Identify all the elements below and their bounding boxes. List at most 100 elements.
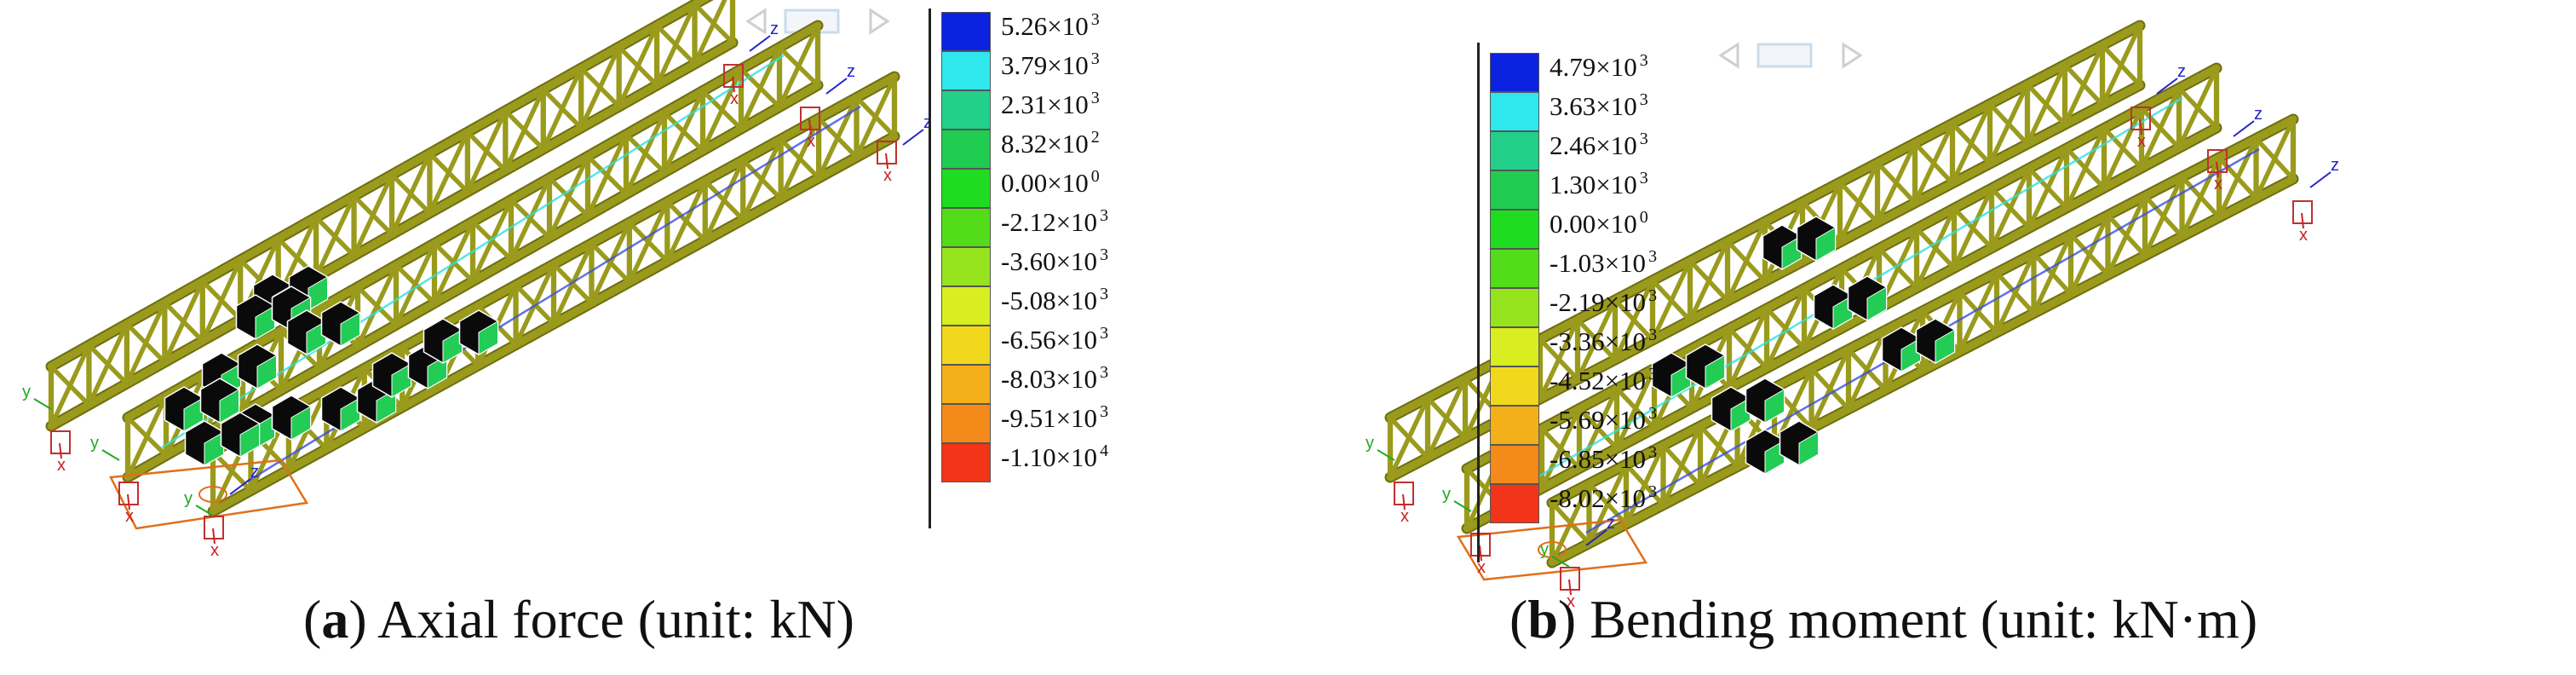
axis-x-line <box>1402 493 1406 511</box>
diagonal-member <box>2032 251 2073 296</box>
diagonal-member <box>356 285 398 327</box>
legend-swatch <box>1490 366 1539 406</box>
legend-swatch <box>1490 249 1539 288</box>
axis-z-label: z <box>1607 514 1615 533</box>
support-marker: x <box>2292 200 2313 245</box>
diagonal-member <box>503 109 545 151</box>
legend-swatch <box>941 365 991 404</box>
legend-swatch <box>941 12 991 51</box>
legend-swatch <box>941 247 991 286</box>
hex-joint-node <box>1796 216 1837 262</box>
hex-face <box>204 431 224 466</box>
diagonal-member <box>663 111 704 153</box>
axis-z-label: z <box>770 20 779 38</box>
diagonal-member <box>624 132 666 175</box>
diagonal-member <box>2063 63 2104 107</box>
axis-y-line <box>195 505 214 516</box>
diagonal-member <box>428 152 469 193</box>
axis-x-line <box>127 493 130 511</box>
base-plate-outline <box>109 459 309 530</box>
axis-y-line <box>101 449 120 461</box>
hex-joint-node <box>1881 326 1922 372</box>
support-marker: x <box>118 482 139 526</box>
diagonal-member <box>1540 427 1581 470</box>
axis-z-line <box>1585 529 1607 546</box>
axis-x-label: x <box>2137 132 2146 151</box>
diagonal-member <box>817 117 859 159</box>
diagonal-member <box>627 221 670 263</box>
legend-divider <box>929 9 931 528</box>
hex-joint-node <box>184 420 225 466</box>
diagonal-member <box>1995 271 2036 315</box>
axis-x-line <box>808 118 812 136</box>
diagonal-member <box>586 154 628 196</box>
diagonal-member <box>465 130 508 172</box>
diagonal-member <box>1877 246 1918 290</box>
toolbar-arrows-icon <box>1718 42 1863 69</box>
diagonal-member <box>1613 298 1654 342</box>
hex-face <box>290 406 311 441</box>
axis-triad: z <box>1585 514 1615 546</box>
legend-swatch <box>1490 484 1539 523</box>
diagonal-member <box>2065 147 2106 190</box>
axis-x-label: x <box>807 132 815 151</box>
axis-triad: z <box>2156 62 2186 95</box>
legend-swatch <box>941 51 991 90</box>
diagonal-member <box>1578 407 1619 450</box>
diagonal-member <box>1958 290 1998 334</box>
diagonal-member <box>2143 194 2184 239</box>
hex-face <box>442 329 463 364</box>
diagonal-member <box>1809 366 1850 411</box>
axis-y-line <box>1377 449 1395 461</box>
legend-swatch <box>941 208 991 247</box>
axis-x-line <box>1568 579 1572 596</box>
axis-z-label: z <box>2254 105 2263 124</box>
axis-z-label: z <box>2331 156 2339 175</box>
diagonal-member <box>701 89 743 131</box>
diagonal-member <box>1951 122 1992 165</box>
diagonal-member <box>1765 307 1806 350</box>
diagonal-member <box>1876 161 1917 205</box>
viewer-toolbar-ghost <box>1714 41 1867 70</box>
axis-y-label: y <box>1540 540 1549 559</box>
legend-swatch <box>1490 131 1539 170</box>
axis-y-label: y <box>90 434 99 453</box>
hex-joint-node <box>1711 386 1751 432</box>
diagonal-member <box>589 241 631 284</box>
hex-joint-node <box>1915 318 1956 364</box>
base-plate-hole <box>198 486 227 503</box>
legend-swatch <box>1490 53 1539 92</box>
axis-triad: z <box>229 463 259 495</box>
diagonal-member <box>1988 102 2029 146</box>
diagonal-member <box>1426 396 1467 440</box>
diagonal-member <box>509 198 551 239</box>
hex-joint-node <box>1847 275 1888 321</box>
hex-face <box>219 389 239 424</box>
support-marker: x <box>723 64 744 108</box>
diagonal-member <box>579 66 621 108</box>
axis-z-label: z <box>250 463 259 482</box>
diagonal-member <box>163 301 204 343</box>
axis-y-line <box>33 398 52 410</box>
hex-joint-node <box>1779 420 1820 466</box>
diagonal-member <box>741 158 783 201</box>
diagonal-member <box>1615 387 1656 430</box>
hex-face <box>239 423 260 458</box>
axis-y-label: y <box>22 383 31 401</box>
hex-face <box>1815 227 1836 262</box>
axis-x-label: x <box>210 541 219 560</box>
hex-joint-node <box>1745 378 1785 424</box>
hex-face <box>391 363 411 398</box>
panel-caption: (a) Axial force (unit: kN) <box>303 589 854 649</box>
diagonal-member <box>1576 318 1617 361</box>
